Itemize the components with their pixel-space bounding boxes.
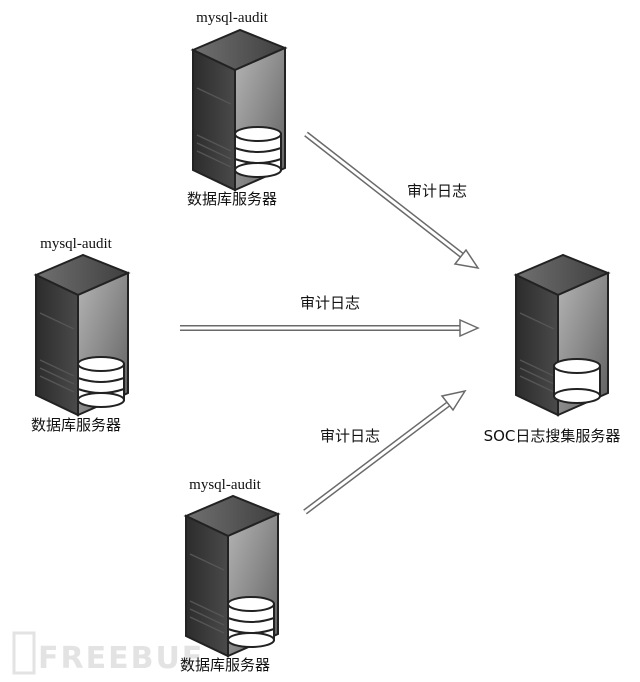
arrow-middle-to-soc: 审计日志 (180, 294, 480, 338)
watermark-text: FREEBUF (38, 641, 204, 676)
server-bottom-label: mysql-audit (189, 477, 261, 493)
database-server-bottom: mysql-audit 数据库服务器 (180, 477, 281, 674)
database-cylinder-icon (77, 356, 125, 408)
arrow-top-to-soc: 审计日志 (304, 131, 480, 270)
soc-log-server: SOC日志搜集服务器 (484, 253, 621, 445)
server-bottom-name: 数据库服务器 (180, 656, 270, 674)
server-middle-name: 数据库服务器 (31, 416, 121, 434)
database-cylinder-icon (234, 126, 282, 178)
server-top-label: mysql-audit (196, 10, 268, 26)
freebuf-watermark: FREEBUF (12, 631, 204, 676)
database-server-middle: mysql-audit 数据库服务器 (31, 236, 131, 434)
arrow-middle-label: 审计日志 (300, 294, 360, 312)
arrow-bottom-label: 审计日志 (320, 427, 380, 445)
server-top-name: 数据库服务器 (187, 190, 277, 208)
database-cylinder-icon (553, 358, 601, 404)
soc-server-label: SOC日志搜集服务器 (484, 427, 621, 445)
database-cylinder-icon (227, 596, 275, 648)
server-middle-label: mysql-audit (40, 236, 112, 252)
database-server-top: mysql-audit 数据库服务器 (187, 10, 288, 208)
arrow-bottom-to-soc: 审计日志 (303, 389, 467, 515)
arrow-top-label: 审计日志 (407, 182, 467, 200)
